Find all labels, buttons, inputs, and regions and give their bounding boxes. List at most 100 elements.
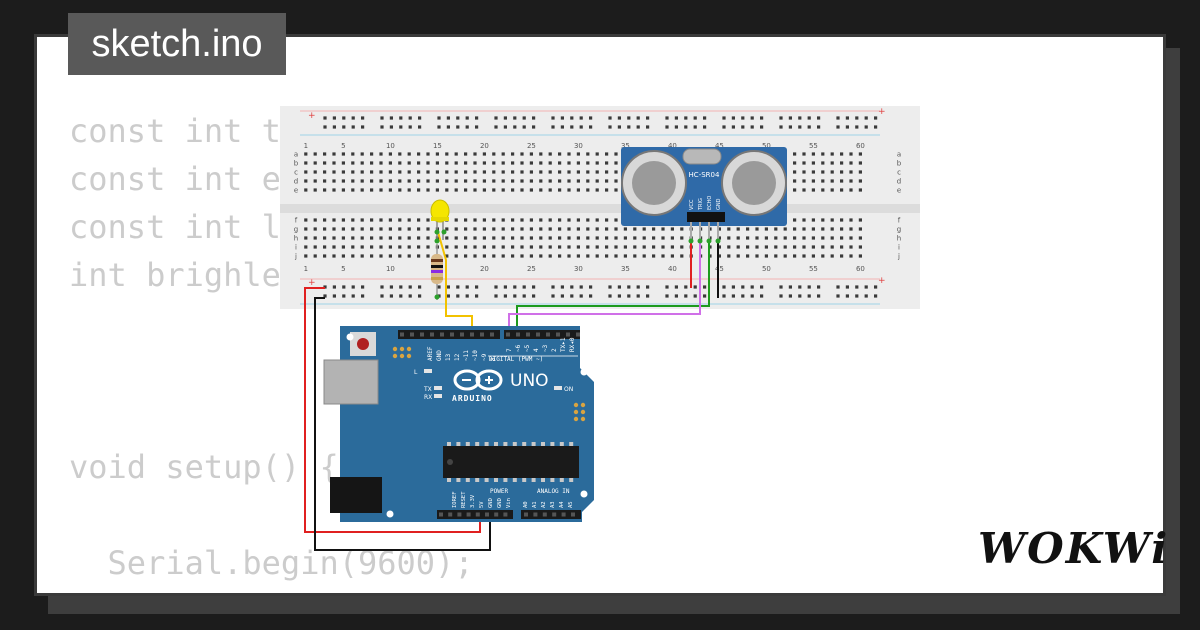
reset-button[interactable] bbox=[357, 338, 369, 350]
breadboard-hole bbox=[576, 245, 580, 249]
breadboard: 1155101015152020252530303535404045455050… bbox=[280, 106, 920, 309]
breadboard-hole bbox=[830, 236, 834, 240]
rail-hole bbox=[684, 294, 688, 298]
breadboard-hole bbox=[417, 218, 421, 222]
file-name-tab[interactable]: sketch.ino bbox=[68, 13, 286, 75]
breadboard-hole bbox=[426, 179, 430, 183]
sensor-pin-label: GND bbox=[716, 198, 722, 210]
breadboard-hole bbox=[351, 236, 355, 240]
breadboard-hole bbox=[670, 236, 674, 240]
breadboard-hole bbox=[388, 236, 392, 240]
breadboard-hole bbox=[304, 236, 308, 240]
rail-hole bbox=[437, 285, 441, 289]
wire-red-5v[interactable] bbox=[304, 287, 481, 533]
wire-yellow-led[interactable] bbox=[437, 231, 473, 335]
breadboard-hole bbox=[407, 245, 411, 249]
breadboard-hole bbox=[351, 218, 355, 222]
rail-hole bbox=[874, 294, 878, 298]
led-on bbox=[554, 386, 562, 390]
row-letter-label: f bbox=[898, 217, 901, 225]
breadboard-hole bbox=[849, 254, 853, 258]
breadboard-hole bbox=[313, 152, 317, 156]
transducer-mesh bbox=[732, 161, 776, 205]
rail-hole bbox=[636, 294, 640, 298]
resistor[interactable] bbox=[431, 238, 443, 301]
chip-pin bbox=[475, 478, 480, 482]
breadboard-hole bbox=[426, 254, 430, 258]
breadboard-hole bbox=[821, 188, 825, 192]
breadboard-hole bbox=[304, 170, 308, 174]
breadboard-hole bbox=[858, 218, 862, 222]
digital-header-high bbox=[398, 330, 500, 339]
breadboard-hole bbox=[454, 254, 458, 258]
chip-pin bbox=[522, 478, 527, 482]
breadboard-hole bbox=[313, 227, 317, 231]
breadboard-hole bbox=[849, 170, 853, 174]
breadboard-hole bbox=[576, 170, 580, 174]
breadboard-hole bbox=[783, 236, 787, 240]
header-hole bbox=[460, 332, 464, 337]
breadboard-hole bbox=[529, 161, 533, 165]
breadboard-hole bbox=[511, 218, 515, 222]
breadboard-hole bbox=[313, 188, 317, 192]
rail-hole bbox=[351, 116, 355, 120]
ultrasonic-sensor[interactable]: HC-SR04 VCC TRIG ECHO GND bbox=[621, 147, 787, 244]
rail-hole bbox=[750, 285, 754, 289]
breadboard-hole bbox=[595, 188, 599, 192]
wire-black-gnd[interactable] bbox=[314, 297, 491, 551]
rail-hole bbox=[674, 294, 678, 298]
breadboard-hole bbox=[501, 170, 505, 174]
breadboard-hole bbox=[351, 161, 355, 165]
breadboard-hole bbox=[379, 179, 383, 183]
breadboard-hole bbox=[417, 179, 421, 183]
column-number-label: 55 bbox=[809, 265, 818, 273]
breadboard-hole bbox=[351, 245, 355, 249]
wire-green-echo[interactable] bbox=[516, 242, 710, 335]
digital-pin-label: ~3 bbox=[542, 344, 549, 352]
breadboard-hole bbox=[821, 245, 825, 249]
breadboard-hole bbox=[642, 254, 646, 258]
breadboard-hole bbox=[858, 170, 862, 174]
column-number-label: 20 bbox=[480, 142, 489, 150]
rail-hole bbox=[560, 125, 564, 129]
breadboard-hole bbox=[426, 170, 430, 174]
header-hole bbox=[457, 512, 462, 517]
led-on-label: ON bbox=[564, 386, 573, 393]
breadboard-hole bbox=[370, 227, 374, 231]
breadboard-hole bbox=[511, 188, 515, 192]
breadboard-hole bbox=[379, 245, 383, 249]
breadboard-hole bbox=[511, 245, 515, 249]
led-component[interactable] bbox=[430, 199, 450, 240]
wire-violet-trig[interactable] bbox=[508, 242, 701, 335]
breadboard-hole bbox=[802, 170, 806, 174]
rail-hole bbox=[864, 285, 868, 289]
row-letter-label: e bbox=[294, 187, 298, 195]
rail-hole bbox=[788, 294, 792, 298]
led-yellow[interactable] bbox=[430, 199, 450, 223]
breadboard-hole bbox=[586, 236, 590, 240]
row-letter-label: b bbox=[294, 160, 299, 168]
rail-hole bbox=[408, 294, 412, 298]
digital-pin-label: TX▸1 bbox=[560, 337, 567, 352]
rail-hole bbox=[731, 285, 735, 289]
breadboard-hole bbox=[351, 170, 355, 174]
breadboard-hole bbox=[323, 236, 327, 240]
header-hole bbox=[546, 332, 550, 337]
breadboard-hole bbox=[351, 179, 355, 183]
rail-hole bbox=[380, 285, 384, 289]
analog-header bbox=[521, 510, 581, 519]
breadboard-hole bbox=[304, 152, 308, 156]
chip-pin bbox=[569, 478, 574, 482]
rail-hole bbox=[608, 125, 612, 129]
breadboard-hole bbox=[501, 227, 505, 231]
breadboard-hole bbox=[426, 236, 430, 240]
analog-pin-label: A5 bbox=[568, 501, 574, 508]
power-pin-label: GND bbox=[497, 498, 503, 508]
rail-hole bbox=[817, 294, 821, 298]
breadboard-hole bbox=[501, 179, 505, 183]
rail-hole bbox=[617, 285, 621, 289]
usb-connector bbox=[323, 359, 379, 405]
rail-hole bbox=[722, 285, 726, 289]
